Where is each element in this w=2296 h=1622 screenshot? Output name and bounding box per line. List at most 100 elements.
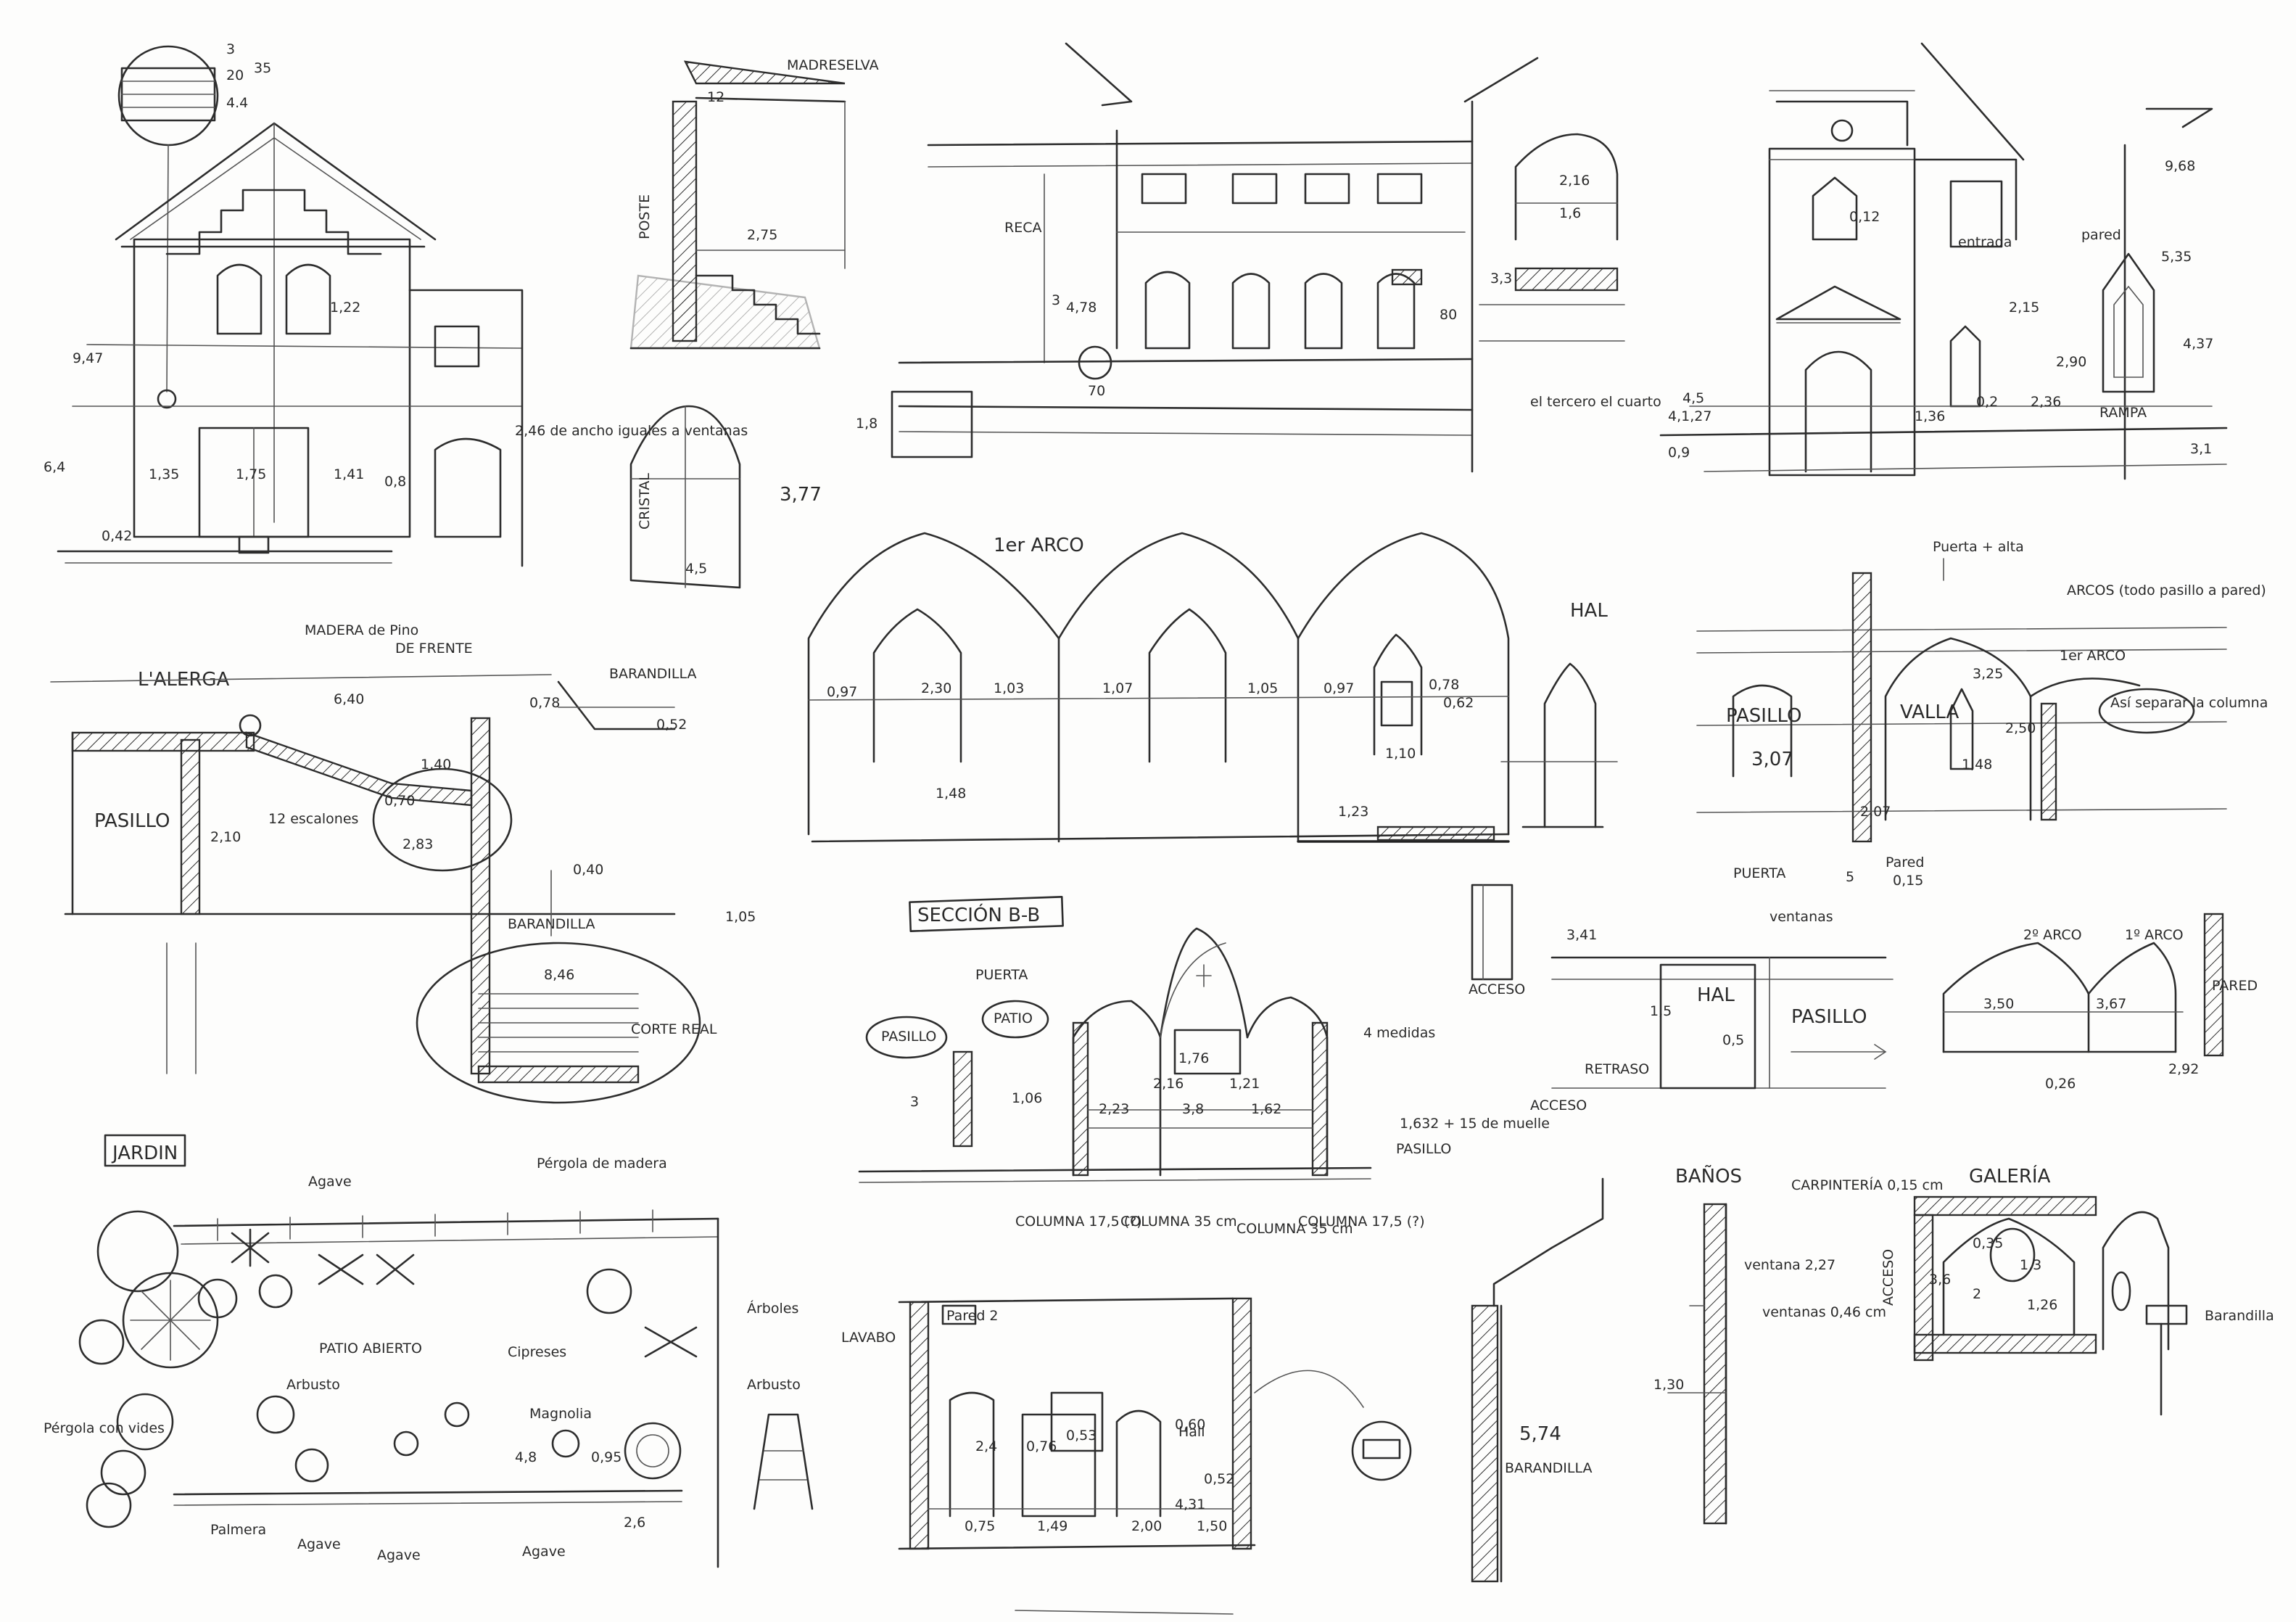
dim: 1,49 xyxy=(1037,1518,1068,1534)
label: ARCOS (todo pasillo a pared) xyxy=(2067,582,2266,598)
label: PASILLO xyxy=(1791,1006,1867,1028)
dim: 0,78 xyxy=(1429,677,1459,693)
dim: 6,40 xyxy=(334,691,364,707)
label: PASILLO xyxy=(1396,1141,1451,1157)
dim: 1,8 xyxy=(856,416,877,432)
column: COLUMNA 17,5 (?) xyxy=(1015,1214,1142,1230)
label: ventana 2,27 xyxy=(1744,1257,1835,1273)
label: pared xyxy=(2081,227,2121,243)
label: RECA xyxy=(1004,220,1041,236)
label: PATIO ABIERTO xyxy=(319,1341,422,1357)
dim: 8,46 xyxy=(544,967,574,983)
dim: 2,36 xyxy=(2031,394,2061,410)
dim: 2,75 xyxy=(747,227,777,243)
dim: 3,77 xyxy=(780,484,822,506)
note: el tercero el cuarto xyxy=(1530,394,1661,410)
label: PUERTA xyxy=(1733,865,1785,881)
label: Agave xyxy=(308,1174,352,1190)
dim: 1,07 xyxy=(1102,680,1133,696)
label: PASILLO xyxy=(94,810,170,832)
label: Así separar la columna xyxy=(2110,695,2268,711)
dim: 1,632 + 15 de muelle xyxy=(1400,1116,1550,1132)
sketch-long-facade: RECA 3 4,78 70 1,8 2,16 1,6 3,3 80 el te… xyxy=(856,42,1661,473)
dim: 35 xyxy=(254,60,271,76)
label: Barandilla xyxy=(2205,1308,2274,1324)
label: Palmera xyxy=(210,1522,266,1538)
column: COLUMNA 17,5 (?) xyxy=(1298,1214,1425,1230)
label: RETRASO xyxy=(1585,1061,1649,1077)
dim: 3,07 xyxy=(1751,749,1793,770)
dim: 80 xyxy=(1440,307,1457,323)
dim: 1,06 xyxy=(1012,1090,1042,1106)
label: PASILLO xyxy=(881,1029,936,1045)
dim: 0,52 xyxy=(1204,1471,1234,1487)
dim: 3 xyxy=(1052,292,1060,308)
sketch-arcade: 1er ARCO 0,97 2,30 1,03 1,07 1,05 0,97 0… xyxy=(807,532,1618,843)
label: BARANDILLA xyxy=(609,666,697,682)
sketch-wall-section: MADRESELVA POSTE 12 2,75 xyxy=(629,57,879,350)
dim: 3,50 xyxy=(1983,996,2014,1012)
dim: 0,8 xyxy=(384,474,406,490)
label: DE FRENTE xyxy=(395,641,473,656)
section-title: JARDIN xyxy=(111,1143,178,1164)
dim: 1,22 xyxy=(330,300,360,316)
label: ACCESO xyxy=(1530,1098,1587,1113)
section-title: GALERÍA xyxy=(1969,1164,2051,1187)
label: VALLA xyxy=(1900,701,1959,723)
label: Árboles xyxy=(747,1300,798,1317)
label: MADRESELVA xyxy=(787,57,879,73)
dim: 0,97 xyxy=(1323,680,1354,696)
column: COLUMNA 35 cm xyxy=(1236,1221,1353,1237)
sketch-interior-hall: Pared 2 LAVABO Hall 2,4 0,76 0,53 0,60 0… xyxy=(841,1297,1412,1550)
label: POSTE xyxy=(637,194,653,239)
label: Arbusto xyxy=(747,1377,801,1393)
label: 12 escalones xyxy=(268,811,358,827)
sketch-garden: JARDIN Agave Pérgola de madera PATIO ABI… xyxy=(44,1134,814,1568)
dim: 3 xyxy=(226,41,235,57)
dim: 5,74 xyxy=(1519,1423,1561,1445)
dim: 2,16 xyxy=(1153,1076,1184,1092)
label: MADERA de Pino xyxy=(305,622,418,638)
dim: 2,10 xyxy=(210,829,241,845)
dim: 0,95 xyxy=(591,1449,622,1465)
dim: 0,53 xyxy=(1066,1428,1097,1444)
dim: 2,92 xyxy=(2168,1061,2199,1077)
sketch-hal-plan: ACCESO 3,41 ventanas HAL PASILLO RETRASO… xyxy=(1469,884,1894,1113)
sketch-facade-gable: 3 20 4.4 35 1,22 9,47 6,4 1,35 1,75 1,41… xyxy=(44,41,748,567)
dim: 2,83 xyxy=(402,836,433,852)
label: PASILLO xyxy=(1726,705,1801,727)
label: entrada xyxy=(1958,234,2012,250)
dim: 2,6 xyxy=(624,1515,645,1531)
label: Magnolia xyxy=(529,1406,592,1422)
dim: 1,75 xyxy=(236,466,266,482)
dim: 5 xyxy=(1846,869,1854,885)
label: 2º ARCO xyxy=(2023,927,2082,943)
dim: 3,3 xyxy=(1490,271,1512,287)
dim: 0,35 xyxy=(1973,1235,2003,1251)
dim: 1,48 xyxy=(936,786,966,802)
label: Agave xyxy=(297,1536,341,1552)
column: COLUMNA 35 cm xyxy=(1120,1214,1237,1230)
label: Agave xyxy=(522,1544,566,1560)
dim: 1,76 xyxy=(1178,1050,1209,1066)
dim: 4.4 xyxy=(226,95,248,111)
label: Pared xyxy=(1886,855,1924,870)
label: Agave xyxy=(377,1547,421,1563)
sketch-arcos-2: 2º ARCO 1º ARCO 3,50 3,67 PARED 2,92 0,2… xyxy=(1942,913,2258,1092)
dim: 0,97 xyxy=(827,684,857,700)
dim: 0,15 xyxy=(1893,873,1923,889)
label: PUERTA xyxy=(975,967,1028,983)
label: 1º ARCO xyxy=(2125,927,2184,943)
label: PARED xyxy=(2212,978,2258,994)
dim: 0,75 xyxy=(965,1518,995,1534)
dim: 0,62 xyxy=(1443,695,1474,711)
label: HAL xyxy=(1570,600,1608,622)
dim: 2,15 xyxy=(2009,300,2039,316)
dim: 0,40 xyxy=(573,862,603,878)
dim: 3,8 xyxy=(1182,1101,1204,1117)
label: Arbusto xyxy=(286,1377,340,1393)
dim: 0,9 xyxy=(1668,445,1690,461)
dim: 1,6 xyxy=(1559,205,1581,221)
label: 4 medidas xyxy=(1363,1025,1435,1041)
